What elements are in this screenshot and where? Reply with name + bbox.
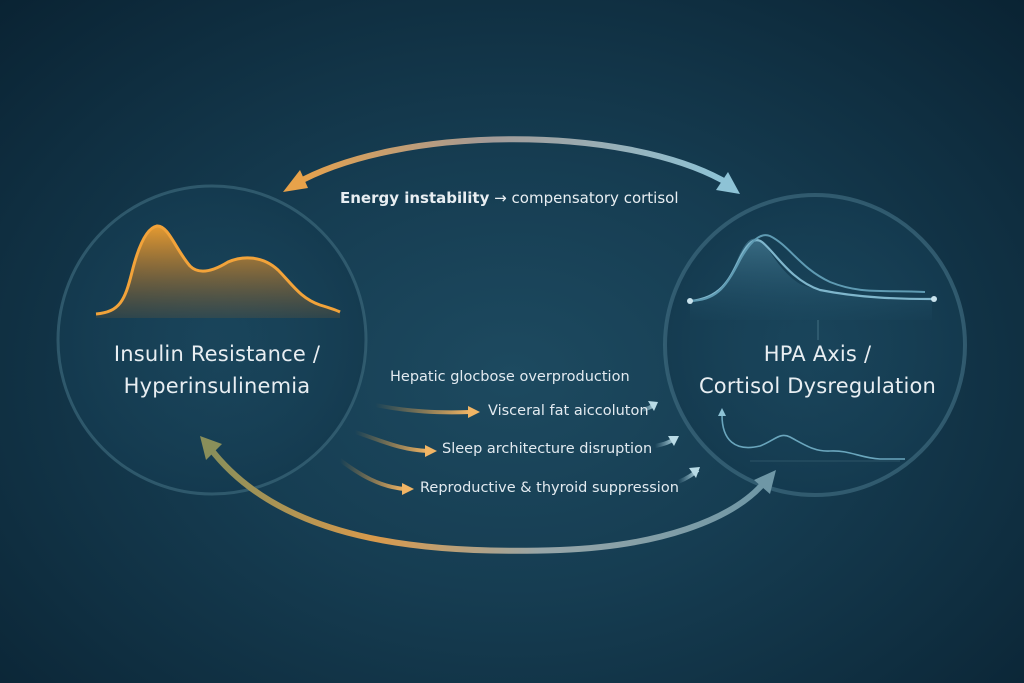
effect-item: Sleep architecture disruption — [442, 441, 653, 457]
top-link-label-strong: Energy instability — [340, 189, 490, 207]
left-node-title: Insulin Resistance / Hyperinsulinemia — [92, 338, 342, 402]
top-bidirectional-arrow — [283, 136, 740, 194]
effect-arrows-cool — [639, 401, 700, 484]
right-node-title-line1: HPA Axis / — [763, 342, 872, 366]
rhythm-wave-icon — [718, 408, 905, 462]
effect-item: Visceral fat aiccoluton — [488, 403, 649, 419]
cortisol-curve-icon — [687, 234, 937, 340]
insulin-curve-icon — [95, 224, 341, 318]
top-link-label-rest: compensatory cortisol — [511, 189, 679, 207]
effect-arrows-warm — [338, 403, 480, 495]
effect-item: Reproductive & thyroid suppression — [420, 480, 679, 496]
bottom-feedback-arrow — [200, 436, 776, 554]
top-link-label: Energy instability → compensatory cortis… — [340, 189, 679, 207]
right-node-title: HPA Axis / Cortisol Dysregulation — [680, 338, 955, 402]
left-node-title-line1: Insulin Resistance / — [113, 342, 321, 366]
effect-item: Hepatic glocbose overproduction — [390, 369, 630, 385]
left-node-title-line2: Hyperinsulinemia — [123, 374, 311, 398]
top-link-arrow-icon: → — [494, 189, 507, 207]
right-node-title-line2: Cortisol Dysregulation — [698, 374, 937, 398]
